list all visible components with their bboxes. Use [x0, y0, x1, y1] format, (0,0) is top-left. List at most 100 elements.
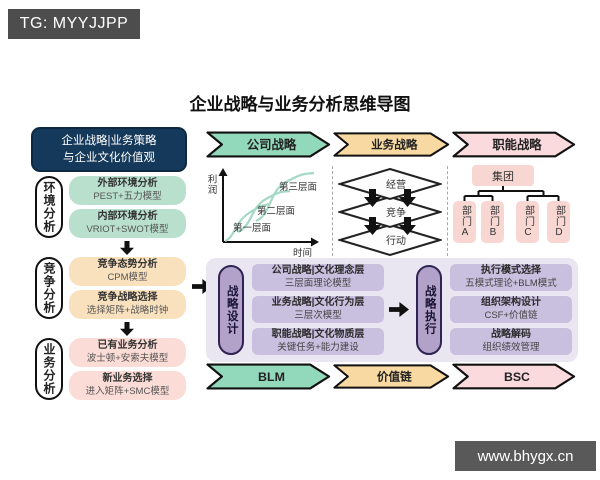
- box-subtitle: CPM模型: [107, 271, 148, 283]
- chevron-functional-strategy: 职能战略: [452, 131, 576, 158]
- org-chart-connectors: [463, 186, 560, 201]
- box-subtitle: 三层面理论模型: [284, 277, 352, 289]
- box-title: 竞争战略选择: [97, 292, 158, 304]
- layer-label-compete: 竞争: [386, 206, 406, 219]
- org-dept-d: 部门D: [547, 201, 570, 243]
- box-subtitle: VRIOT+SWOT模型: [86, 223, 169, 235]
- watermark-text: www.bhygx.cn: [477, 447, 574, 465]
- box-subtitle: 关键任务+能力建设: [277, 341, 359, 353]
- box-subtitle: 进入矩阵+SMC模型: [85, 385, 170, 397]
- tg-badge: TG: MYYJJPP: [8, 9, 140, 39]
- box-title: 已有业务分析: [97, 340, 158, 352]
- chevron-shape: [206, 131, 331, 158]
- exec-box-mode: 执行模式选择 五模式理论+BLM模式: [450, 264, 572, 291]
- down-arrow-icon: [120, 241, 134, 255]
- chevron-blm: BLM: [206, 363, 331, 390]
- box-title: 组织架构设计: [481, 297, 541, 309]
- chevron-company-strategy: 公司战略: [206, 131, 331, 158]
- chart-xlabel: 时间: [293, 248, 313, 259]
- down-arrow-icon: [120, 322, 134, 336]
- box-title: 执行模式选择: [481, 265, 541, 277]
- chevron-label: 业务战略: [371, 138, 418, 152]
- section-label-environment: 环境分析: [35, 176, 63, 238]
- box-title: 新业务选择: [102, 373, 153, 385]
- dashed-separator: [447, 166, 448, 256]
- curve-label-horizon3: 第三层面: [279, 182, 318, 193]
- layer-down-arrow-icon: [399, 217, 416, 235]
- curve-label-horizon1: 第一层面: [233, 223, 272, 234]
- chart-ylabel: 利润: [205, 174, 217, 195]
- box-subtitle: 选择矩阵+战略时钟: [86, 304, 169, 316]
- right-arrow-icon: [389, 302, 409, 317]
- box-subtitle: CSF+价值链: [484, 309, 538, 321]
- strategy-execution-pill: 战略执行: [416, 265, 442, 355]
- org-chart: 集团 部门A 部门B 部门C 部门D: [450, 164, 580, 256]
- box-title: 外部环境分析: [97, 178, 158, 190]
- three-horizon-chart: 利润 时间 第一层面 第二层面 第三层面: [205, 166, 332, 259]
- layer-stack-diagram: 经营 竞争 行动: [338, 168, 442, 256]
- chevron-label: 公司战略: [247, 137, 297, 152]
- chevron-shape: [206, 363, 331, 390]
- pill-label: 战略设计: [225, 285, 238, 335]
- layer-label-act: 行动: [386, 234, 406, 247]
- strategy-design-pill: 战略设计: [218, 265, 244, 355]
- chart-axes-and-curves: [218, 168, 319, 247]
- biz-box-new: 新业务选择 进入矩阵+SMC模型: [69, 371, 186, 400]
- box-title: 竞争态势分析: [97, 259, 158, 271]
- curve-label-horizon2: 第二层面: [257, 206, 296, 217]
- layer-label-operate: 经营: [386, 178, 406, 191]
- env-box-internal: 内部环境分析 VRIOT+SWOT模型: [69, 209, 186, 238]
- comp-box-choice: 竞争战略选择 选择矩阵+战略时钟: [69, 290, 186, 319]
- section-label-text: 环境分析: [42, 181, 56, 233]
- design-box-functional: 职能战略|文化物质层 关键任务+能力建设: [252, 328, 384, 355]
- box-subtitle: 五模式理论+BLM模式: [465, 277, 557, 289]
- chevron-value-chain: 价值链: [333, 364, 450, 389]
- box-subtitle: 三层次模型: [294, 309, 342, 321]
- watermark: www.bhygx.cn: [455, 441, 596, 471]
- layer-down-arrow-icon: [399, 189, 416, 207]
- box-title: 职能战略|文化物质层: [271, 329, 365, 341]
- layer-down-arrow-icon: [364, 189, 381, 207]
- chevron-bsc: BSC: [452, 363, 576, 390]
- section-label-text: 竞争分析: [42, 262, 56, 314]
- exec-box-decode: 战略解码 组织绩效管理: [450, 328, 572, 355]
- section-label-competition: 竞争分析: [35, 257, 63, 319]
- chevron-shape: [452, 363, 576, 390]
- box-subtitle: 波士顿+安索夫模型: [86, 352, 169, 364]
- box-title: 公司战略|文化理念层: [271, 265, 365, 277]
- box-title: 内部环境分析: [97, 211, 158, 223]
- box-title: 业务战略|文化行为层: [271, 297, 365, 309]
- left-header-line2: 与企业文化价值观: [63, 151, 155, 164]
- org-dept-a: 部门A: [453, 201, 476, 243]
- left-header-line1: 企业战略|业务策略: [61, 134, 157, 147]
- box-title: 战略解码: [491, 329, 531, 341]
- left-panel-header: 企业战略|业务策略 与企业文化价值观: [31, 127, 187, 172]
- design-box-business: 业务战略|文化行为层 三层次模型: [252, 296, 384, 323]
- chevron-shape: [333, 132, 450, 157]
- chevron-label: 价值链: [377, 370, 412, 384]
- chevron-business-strategy: 业务战略: [333, 132, 450, 157]
- exec-box-structure: 组织架构设计 CSF+价值链: [450, 296, 572, 323]
- chevron-label: BLM: [258, 370, 285, 384]
- biz-box-existing: 已有业务分析 波士顿+安索夫模型: [69, 338, 186, 367]
- design-box-company: 公司战略|文化理念层 三层面理论模型: [252, 264, 384, 291]
- env-box-external: 外部环境分析 PEST+五力模型: [69, 176, 186, 205]
- dashed-separator: [332, 166, 333, 256]
- org-dept-c: 部门C: [516, 201, 539, 243]
- pill-label: 战略执行: [423, 285, 436, 335]
- comp-box-situation: 竞争态势分析 CPM模型: [69, 257, 186, 286]
- chevron-shape: [333, 364, 450, 389]
- org-root-box: 集团: [472, 165, 534, 186]
- chevron-label: BSC: [504, 370, 530, 384]
- tg-badge-text: TG: MYYJJPP: [19, 15, 129, 32]
- page-title: 企业战略与业务分析思维导图: [189, 95, 411, 114]
- section-label-text: 业务分析: [42, 343, 56, 395]
- design-execution-panel: 战略设计 公司战略|文化理念层 三层面理论模型 业务战略|文化行为层 三层次模型…: [206, 258, 578, 362]
- box-subtitle: PEST+五力模型: [93, 190, 162, 202]
- box-subtitle: 组织绩效管理: [482, 341, 540, 353]
- chevron-label: 职能战略: [492, 137, 542, 152]
- org-dept-b: 部门B: [481, 201, 504, 243]
- layer-down-arrow-icon: [364, 217, 381, 235]
- chevron-shape: [452, 131, 576, 158]
